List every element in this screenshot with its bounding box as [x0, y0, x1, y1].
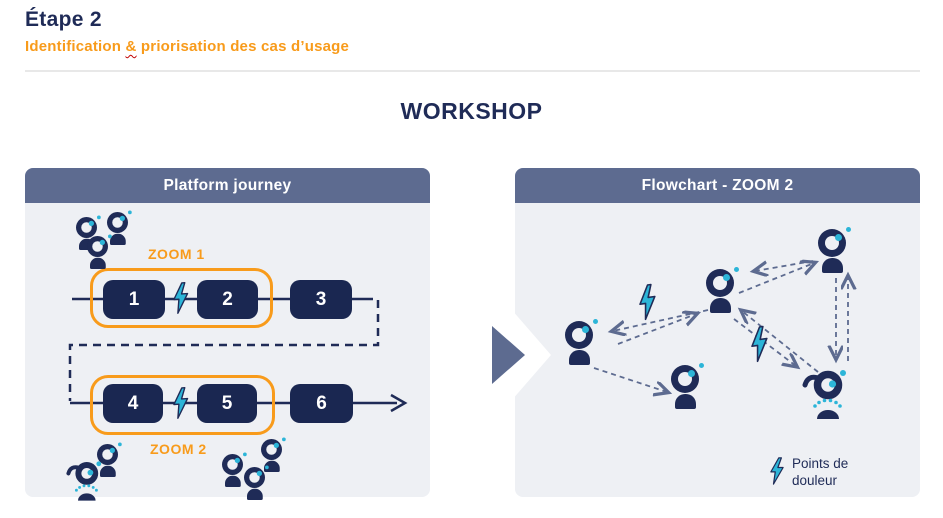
person-icon — [706, 267, 740, 317]
subtitle-ampersand: & — [125, 38, 137, 55]
legend-label: Points de douleur — [792, 456, 849, 488]
subtitle-text: priorisation des cas d’usage — [136, 38, 350, 55]
step-box-5: 5 — [197, 384, 257, 423]
flowchart-title: Flowchart - ZOOM 2 — [641, 176, 794, 194]
person-icon — [76, 215, 102, 253]
step-box-4: 4 — [103, 384, 163, 423]
person-icon — [87, 234, 113, 272]
person-icon — [261, 437, 287, 475]
step-box-1: 1 — [103, 280, 165, 319]
person-icon — [818, 227, 852, 277]
page-title: Étape 2 — [25, 8, 102, 31]
subtitle-text: Identification — [25, 38, 126, 55]
pain-points-legend: Points de douleur — [770, 456, 876, 491]
step-box-3: 3 — [290, 280, 352, 319]
lightning-icon — [770, 456, 784, 491]
platform-journey-header: Platform journey — [25, 168, 430, 203]
flowchart-panel: Flowchart - ZOOM 2 Points d — [515, 168, 920, 497]
robot-icon — [802, 367, 848, 426]
lightning-icon — [172, 386, 191, 424]
zoom2-label: ZOOM 2 — [150, 441, 207, 457]
platform-journey-title: Platform journey — [163, 176, 292, 194]
workshop-title: WORKSHOP — [400, 98, 543, 124]
person-icon — [97, 442, 123, 480]
person-icon — [671, 363, 705, 413]
lightning-icon — [172, 281, 191, 319]
person-icon — [107, 210, 133, 248]
zoom1-label: ZOOM 1 — [148, 246, 205, 262]
person-icon — [565, 319, 599, 369]
robot-icon — [66, 459, 103, 506]
person-icon — [222, 452, 248, 490]
page-subtitle: Identification & priorisation des cas d’… — [25, 38, 349, 55]
flowchart-header: Flowchart - ZOOM 2 — [515, 168, 920, 203]
step-box-6: 6 — [290, 384, 353, 423]
lightning-icon — [636, 283, 660, 326]
divider-line — [25, 70, 920, 72]
platform-journey-panel: Platform journey ZOOM 1 ZOOM 2 1 2 3 4 5… — [25, 168, 430, 501]
zoom1-outline — [90, 268, 273, 328]
person-icon — [244, 465, 270, 503]
zoom2-outline — [90, 375, 275, 435]
step-box-2: 2 — [197, 280, 258, 319]
lightning-icon — [748, 325, 772, 368]
